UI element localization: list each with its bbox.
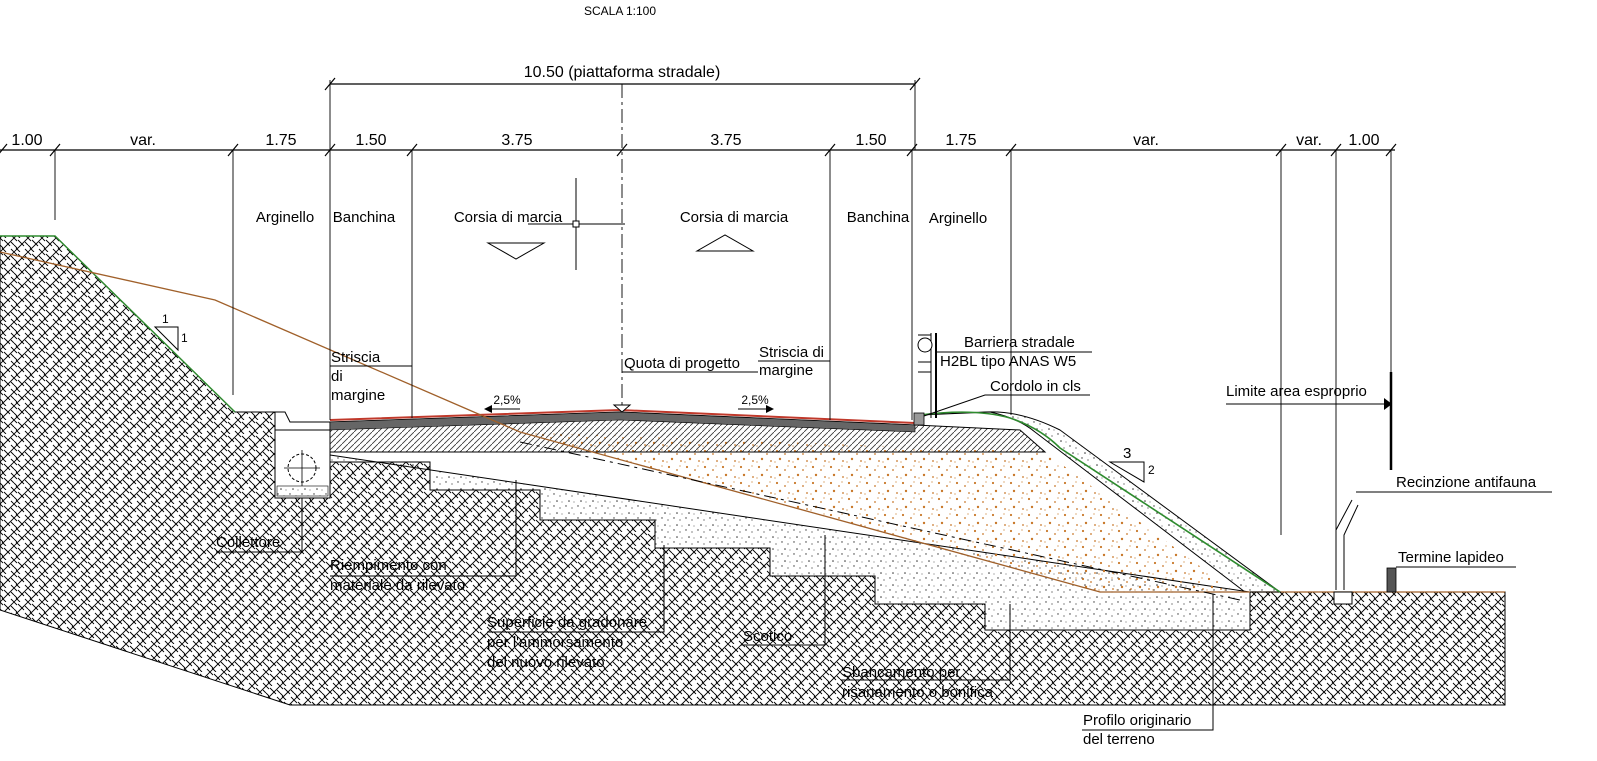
dim-11: 1.00: [1348, 132, 1379, 149]
sbancamento-line2: risanamento o bonifica: [842, 684, 994, 701]
dim-5: 3.75: [501, 132, 532, 149]
dim-3: 1.75: [265, 132, 296, 149]
barriera-line2: H2BL tipo ANAS W5: [940, 353, 1076, 370]
limite-label: Limite area esproprio: [1226, 383, 1367, 400]
slope-symbol-left: [153, 326, 179, 352]
quota-marker: [612, 404, 632, 413]
vegetation-line-right: [919, 411, 1281, 593]
crossfall-left-head: [484, 405, 492, 413]
embankment-fill: [520, 432, 1235, 592]
leader-scotico: [741, 535, 826, 646]
zone-corsia-left: Corsia di marcia: [454, 209, 563, 226]
dim-6: 3.75: [710, 132, 741, 149]
limite-arrow: [1384, 398, 1392, 410]
collettore-label: Collettore: [216, 534, 280, 551]
drain-bedding: [276, 485, 329, 497]
concrete-curb: [913, 412, 925, 426]
termine-label: Termine lapideo: [1398, 549, 1504, 566]
riempimento-line1: Riempimento con: [330, 557, 447, 574]
striscia-left-line2: di: [331, 368, 343, 385]
boundary-stone: [1386, 567, 1397, 593]
scotico-label: Scotico: [743, 628, 792, 645]
barrier-rail-profile: [918, 334, 932, 385]
dim-10: var.: [1296, 132, 1322, 149]
striscia-right-line1: Striscia di: [759, 344, 824, 361]
crossfall-left: 2,5%: [493, 393, 521, 407]
leader-cordolo: [923, 394, 1090, 417]
benching-fill: [329, 454, 1251, 631]
dim-9: var.: [1133, 132, 1159, 149]
slope-left-rise: 1: [162, 312, 169, 326]
cordolo-label: Cordolo in cls: [990, 378, 1081, 395]
zone-banchina-left: Banchina: [333, 209, 396, 226]
recinzione-label: Recinzione antifauna: [1396, 474, 1537, 491]
slope-left-run: 1: [181, 331, 188, 345]
dim-8: 1.75: [945, 132, 976, 149]
slope-symbol-right: [1108, 461, 1145, 483]
direction-triangle-up: [695, 234, 755, 252]
dim-7: 1.50: [855, 132, 886, 149]
platform-dimension: 10.50 (piattaforma stradale): [524, 64, 721, 81]
zone-corsia-right: Corsia di marcia: [680, 209, 789, 226]
gradonare-line3: del nuovo rilevato: [487, 654, 605, 671]
striscia-left-line1: Striscia: [331, 349, 381, 366]
dim-extensions: [54, 150, 1392, 590]
dim-2: var.: [130, 132, 156, 149]
zone-banchina-right: Banchina: [847, 209, 910, 226]
leader-profilo: [1082, 594, 1214, 731]
fence-profile: [1335, 499, 1359, 590]
gradonare-line2: per l'ammorsamento: [487, 634, 623, 651]
direction-triangle-down: [486, 242, 546, 260]
gradonare-line1: Superficie da gradonare: [487, 614, 647, 631]
barrier-rail-top: [917, 337, 933, 353]
vegetation-line-left: [0, 235, 236, 413]
sbancamento-line1: Sbancamento per: [842, 664, 960, 681]
riempimento-line2: materiale da rilevato: [330, 577, 465, 594]
drain-channel: [275, 411, 330, 423]
crosshair-box: [572, 220, 580, 228]
leader-collettore: [216, 498, 303, 553]
zone-arginello-left: Arginello: [256, 209, 314, 226]
barriera-line1: Barriera stradale: [964, 334, 1075, 351]
striscia-right-line2: margine: [759, 362, 813, 379]
zone-arginello-right: Arginello: [929, 210, 987, 227]
dim-1: 1.00: [11, 132, 42, 149]
leader-riempimento: [330, 480, 517, 577]
leader-gradonare: [487, 545, 665, 633]
quota-label: Quota di progetto: [624, 355, 740, 372]
striscia-left-line3: margine: [331, 387, 385, 404]
profilo-line2: del terreno: [1083, 731, 1155, 748]
profilo-line1: Profilo originario: [1083, 712, 1191, 729]
dim-4: 1.50: [355, 132, 386, 149]
slope-right-rise: 3: [1123, 445, 1131, 462]
scale-label: SCALA 1:100: [584, 4, 656, 18]
scotico-line: [519, 441, 1241, 601]
fence-footing: [1333, 591, 1353, 605]
leader-sbancamento: [841, 604, 1011, 681]
original-ground-profile: [0, 251, 1250, 593]
crossfall-right-head: [766, 405, 774, 413]
crossfall-right: 2,5%: [741, 393, 769, 407]
slope-right-run: 2: [1148, 463, 1155, 477]
